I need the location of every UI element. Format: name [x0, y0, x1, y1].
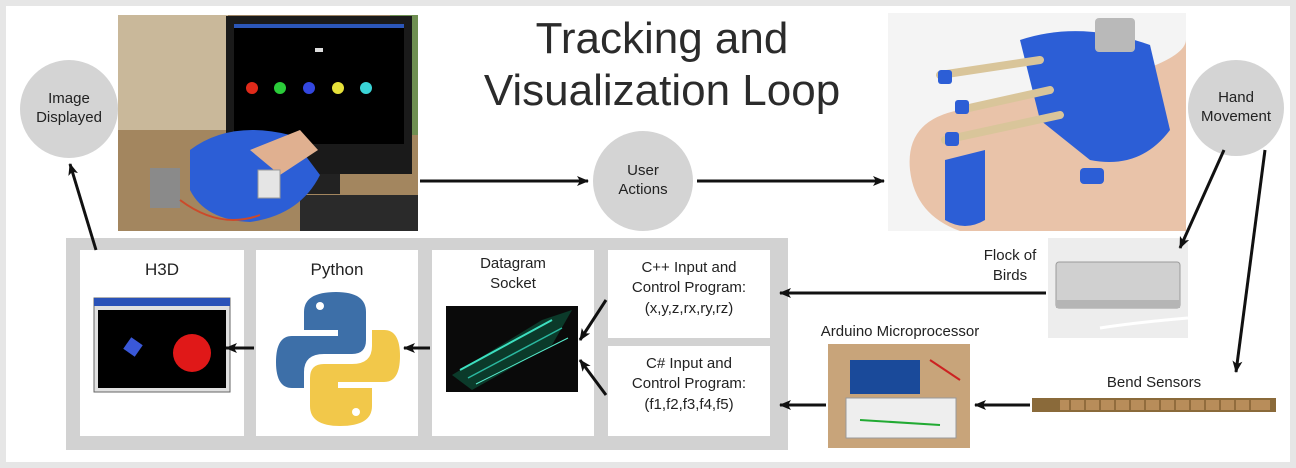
label-flock-line2: Birds	[992, 266, 1028, 284]
node-image-displayed-line1: Image	[48, 90, 90, 108]
h3d-screenshot	[93, 297, 231, 393]
panel-h3d-title: H3D	[144, 260, 179, 279]
label-flock-line1: Flock of	[983, 247, 1037, 264]
panel-datagram-title: Datagram Socket	[432, 254, 594, 293]
panel-cpp-line1: C++ Input and	[641, 259, 737, 276]
panel-cpp-program: C++ Input and Control Program: (x,y,z,rx…	[608, 250, 770, 338]
node-image-displayed-line2: Displayed	[36, 109, 102, 126]
panel-datagram-line2: Socket	[490, 274, 536, 292]
panel-python: Python	[256, 250, 418, 436]
node-hand-movement-line2: Movement	[1200, 108, 1272, 125]
panel-h3d: H3D	[80, 250, 244, 436]
node-hand-movement-line1: Hand	[1218, 89, 1254, 107]
panel-cpp-text: C++ Input and Control Program: (x,y,z,rx…	[608, 258, 770, 319]
panel-cs-line2: Control Program:	[631, 375, 747, 393]
panel-cs-program: C# Input and Control Program: (f1,f2,f3,…	[608, 346, 770, 436]
node-user-actions-line1: User	[627, 162, 659, 180]
panel-datagram-line1: Datagram	[480, 255, 546, 272]
python-logo-icon	[276, 292, 400, 426]
datagram-image	[446, 306, 578, 392]
node-user-actions-line2: Actions	[618, 181, 668, 198]
panel-cpp-line3: (x,y,z,rx,ry,rz)	[644, 299, 734, 317]
diagram-title: Tracking and Visualization Loop	[452, 14, 872, 116]
label-bend-sensors: Bend Sensors	[1106, 374, 1202, 391]
panel-cs-text: C# Input and Control Program: (f1,f2,f3,…	[608, 354, 770, 415]
panel-cpp-line2: Control Program:	[631, 279, 747, 297]
panel-cs-line1: C# Input and	[646, 355, 732, 372]
label-arduino: Arduino Microprocessor	[820, 323, 980, 340]
title-line-1: Tracking and	[535, 14, 789, 63]
panel-datagram-socket: Datagram Socket	[432, 250, 594, 436]
title-line-2: Visualization Loop	[483, 66, 841, 115]
label-flock-of-birds: Flock of Birds	[960, 246, 1060, 285]
panel-cs-line3: (f1,f2,f3,f4,f5)	[644, 395, 734, 413]
panel-python-title: Python	[310, 260, 364, 279]
